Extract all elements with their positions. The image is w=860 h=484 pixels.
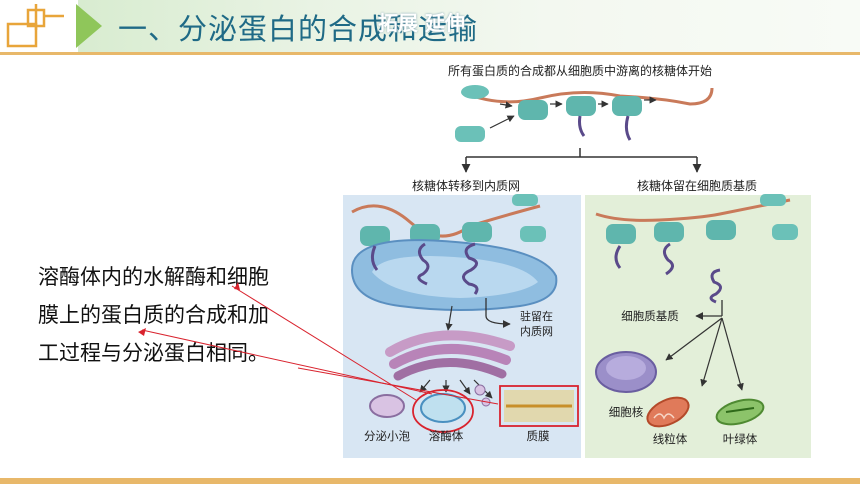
mitochondrion: [646, 396, 690, 428]
ribosome: [410, 224, 440, 244]
right-heading: 核糖体留在细胞质基质: [637, 178, 757, 193]
lysosome-highlight: [412, 389, 474, 433]
ribosome: [360, 226, 390, 246]
nucleus-label: 细胞核: [609, 405, 644, 419]
chevron-icon: [76, 4, 102, 48]
lysosome: [420, 393, 466, 423]
ribosome: [518, 100, 548, 120]
logo-icon: [0, 0, 70, 52]
note-line-2: 膜上的蛋白质的合成和加: [38, 303, 269, 327]
plasma-membrane: [504, 390, 574, 422]
top-caption: 所有蛋白质的合成都从细胞质中游离的核糖体开始: [448, 63, 712, 78]
ribosome: [462, 222, 492, 242]
connector-line-top: [231, 285, 417, 401]
chloro-label: 叶绿体: [723, 432, 758, 446]
stay-er-label-2: 内质网: [520, 324, 553, 338]
left-heading: 核糖体转移到内质网: [412, 178, 520, 193]
peptide-chain: [624, 115, 632, 141]
connector-line-membrane: [297, 367, 499, 405]
stay-er-label-1: 驻留在: [520, 309, 553, 323]
overlay-tag: 拓展 延伸: [378, 11, 465, 35]
note-text: 溶酶体内的水解酶和细胞 膜上的蛋白质的合成和加 工过程与分泌蛋白相同。: [38, 258, 328, 372]
note-line-1: 溶酶体内的水解酶和细胞: [38, 265, 269, 289]
ribosome-subunit: [461, 85, 489, 99]
ribosome-subunit: [772, 224, 798, 240]
er-lumen: [372, 256, 538, 298]
ribosome: [654, 222, 684, 242]
ribosome-group-top: [455, 85, 657, 142]
ribosome-subunit: [455, 126, 485, 142]
note-line-3: 工过程与分泌蛋白相同。: [38, 341, 269, 365]
footer-divider: [0, 478, 860, 484]
mrna-strand-cytosol: [595, 198, 791, 222]
chloroplast: [715, 398, 765, 426]
page-title: 一、分泌蛋白的合成和运输: [118, 12, 479, 46]
ribosome-subunit: [520, 226, 546, 242]
membrane-highlight: [499, 385, 579, 427]
golgi-apparatus: [385, 330, 515, 381]
membrane-label: 质膜: [527, 429, 550, 443]
header-band: [78, 0, 860, 52]
secretory-vesicle: [369, 394, 405, 418]
ribosome-subunit: [512, 194, 538, 206]
header-divider: [0, 52, 860, 55]
header-bar: 一、分泌蛋白的合成和运输 拓展 延伸: [0, 0, 860, 52]
ribosome-subunit: [760, 194, 786, 206]
mito-label: 线粒体: [653, 432, 688, 446]
ribosome: [566, 96, 596, 116]
cytosol-label: 细胞质基质: [621, 309, 679, 323]
vesicle-label: 分泌小泡: [364, 429, 410, 443]
lysosome-label: 溶酶体: [429, 429, 464, 443]
peptide-chain: [578, 115, 586, 137]
ribosome: [612, 96, 642, 116]
ribosome: [606, 224, 636, 244]
ribosome: [706, 220, 736, 240]
